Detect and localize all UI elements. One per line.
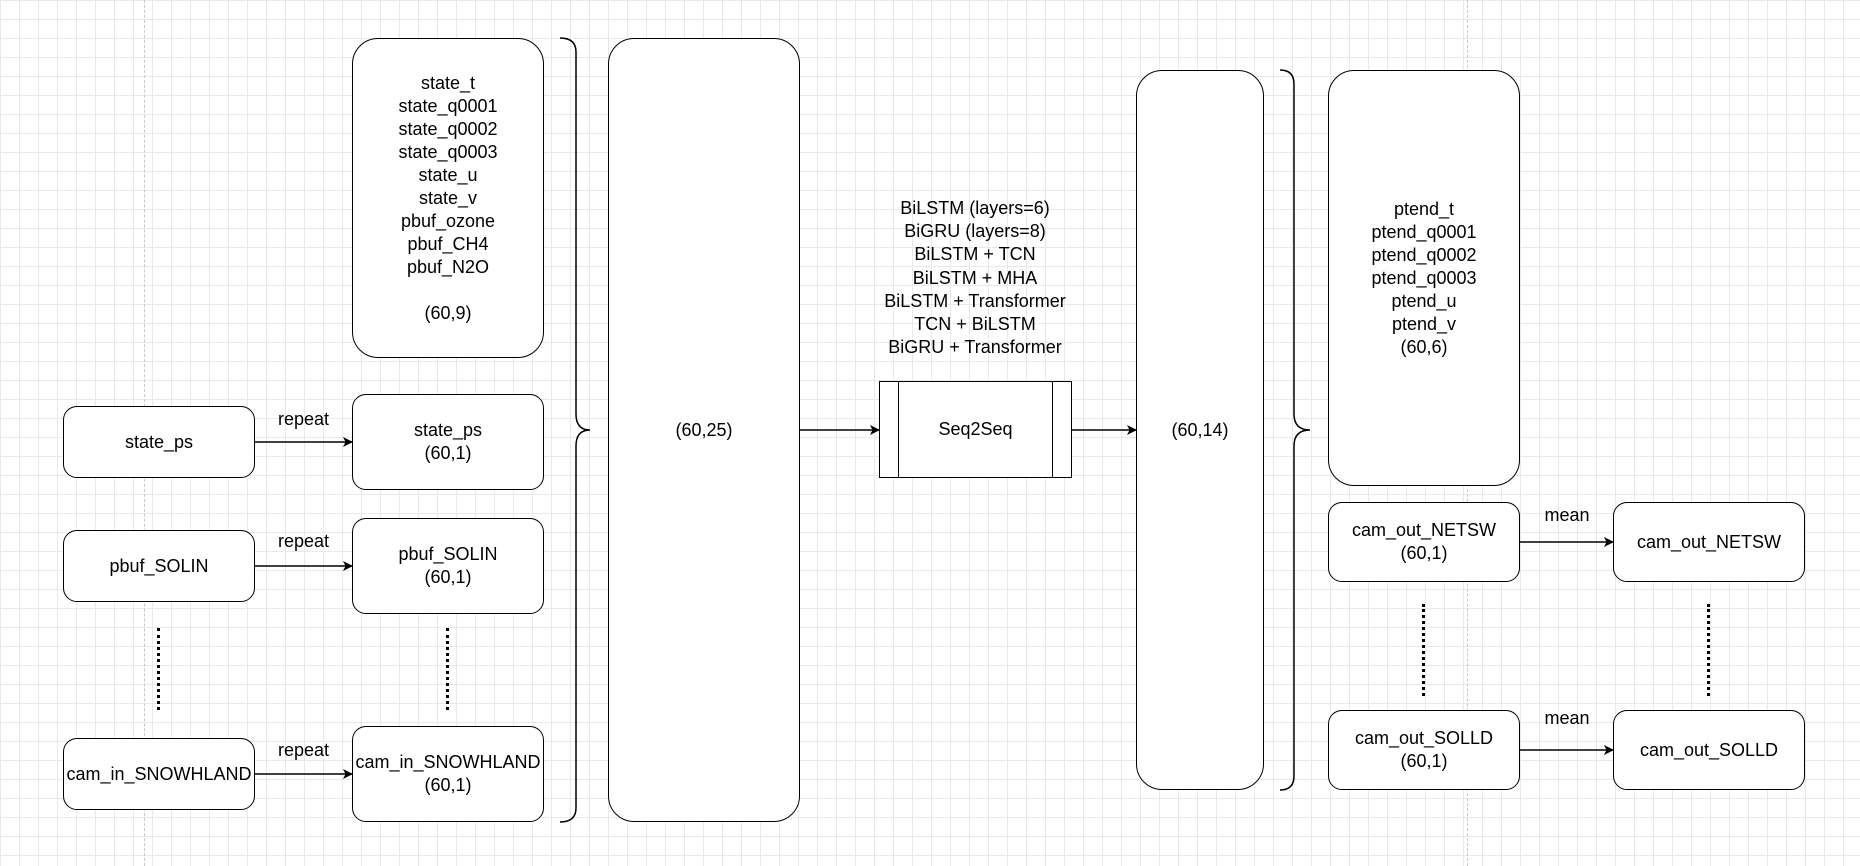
model-variant-label: BiGRU + Transformer xyxy=(888,337,1062,358)
cam-out-solld-shape-label: (60,1) xyxy=(1400,751,1448,771)
cam-out-netsw-target-label: cam_out_NETSW xyxy=(1636,531,1782,552)
cam-out-netsw-result-box[interactable]: cam_out_NETSW xyxy=(1613,502,1805,582)
ptend-shape-label: (60,6) xyxy=(1400,336,1448,357)
pbuf-solin-repeated-box[interactable]: pbuf_SOLIN (60,1) xyxy=(352,518,544,614)
output-result-ellipsis xyxy=(1707,604,1710,696)
pbuf-solin-source-label: pbuf_SOLIN xyxy=(109,555,209,576)
ptend-var-label: ptend_q0001 xyxy=(1371,221,1477,242)
ptend-var-label: ptend_q0003 xyxy=(1371,267,1477,288)
cam-out-solld-target-label: cam_out_SOLLD xyxy=(1639,739,1779,760)
process-left-bar xyxy=(898,382,899,477)
input-brace xyxy=(559,37,591,823)
state-var-label: state_q0002 xyxy=(398,118,498,139)
cam-out-netsw-source-label: cam_out_NETSW xyxy=(1351,520,1497,540)
pbuf-solin-shape-label: (60,1) xyxy=(424,567,472,587)
state-shape-label: (60,9) xyxy=(424,302,472,323)
pbuf-solin-target-label: pbuf_SOLIN xyxy=(398,544,498,564)
input-repeated-ellipsis xyxy=(446,628,449,710)
concat-input-shape-label: (60,25) xyxy=(675,419,733,440)
state-var-label: state_v xyxy=(418,187,478,208)
state-ps-source-box[interactable]: state_ps xyxy=(63,406,255,478)
state-var-label: state_q0001 xyxy=(398,95,498,116)
model-variants-list: BiLSTM (layers=6) BiGRU (layers=8) BiLST… xyxy=(855,197,1095,359)
ptend-variables-box[interactable]: ptend_t ptend_q0001 ptend_q0002 ptend_q0… xyxy=(1328,70,1520,486)
model-variant-label: BiLSTM + TCN xyxy=(914,244,1036,265)
mean-label-netsw: mean xyxy=(1544,505,1590,525)
repeat-label-state-ps: repeat xyxy=(277,409,330,429)
state-var-label: pbuf_N2O xyxy=(406,256,490,277)
cam-in-snowhland-source-label: cam_in_SNOWHLAND xyxy=(66,763,252,784)
repeat-label-pbuf-solin: repeat xyxy=(277,531,330,551)
state-var-label: state_t xyxy=(420,72,476,93)
cam-out-solld-sequence-box[interactable]: cam_out_SOLLD (60,1) xyxy=(1328,710,1520,790)
state-var-label: state_q0003 xyxy=(398,141,498,162)
seq2seq-process-box[interactable]: Seq2Seq xyxy=(879,381,1072,478)
cam-out-netsw-shape-label: (60,1) xyxy=(1400,543,1448,563)
process-right-bar xyxy=(1052,382,1053,477)
ptend-var-label: ptend_t xyxy=(1393,198,1455,219)
model-variant-label: TCN + BiLSTM xyxy=(914,314,1036,335)
cam-in-snowhland-repeated-box[interactable]: cam_in_SNOWHLAND (60,1) xyxy=(352,726,544,822)
output-brace xyxy=(1279,69,1311,791)
state-var-label: pbuf_ozone xyxy=(400,210,496,231)
cam-in-snowhland-target-label: cam_in_SNOWHLAND xyxy=(355,752,541,772)
cam-in-snowhland-source-box[interactable]: cam_in_SNOWHLAND xyxy=(63,738,255,810)
repeat-label-cam-in-snowhland: repeat xyxy=(277,740,330,760)
concat-output-shape-label: (60,14) xyxy=(1171,419,1229,440)
ptend-var-label: ptend_v xyxy=(1391,313,1457,334)
model-variant-label: BiLSTM (layers=6) xyxy=(900,198,1050,218)
seq2seq-label: Seq2Seq xyxy=(938,419,1013,439)
ptend-var-label: ptend_q0002 xyxy=(1371,244,1477,265)
concat-input-box[interactable]: (60,25) xyxy=(608,38,800,822)
state-variables-box[interactable]: state_t state_q0001 state_q0002 state_q0… xyxy=(352,38,544,358)
cam-in-snowhland-shape-label: (60,1) xyxy=(424,775,472,795)
state-var-label: pbuf_CH4 xyxy=(407,233,489,254)
concat-output-box[interactable]: (60,14) xyxy=(1136,70,1264,790)
cam-out-solld-result-box[interactable]: cam_out_SOLLD xyxy=(1613,710,1805,790)
state-var-label: state_u xyxy=(418,164,478,185)
state-ps-target-label: state_ps xyxy=(413,420,483,440)
ptend-var-label: ptend_u xyxy=(1391,290,1457,311)
model-variant-label: BiGRU (layers=8) xyxy=(904,221,1046,242)
cam-out-netsw-sequence-box[interactable]: cam_out_NETSW (60,1) xyxy=(1328,502,1520,582)
input-sources-ellipsis xyxy=(157,628,160,710)
mean-label-solld: mean xyxy=(1544,708,1590,728)
state-ps-source-label: state_ps xyxy=(124,431,194,452)
cam-out-solld-source-label: cam_out_SOLLD xyxy=(1354,728,1494,748)
output-sequence-ellipsis xyxy=(1422,604,1425,696)
pbuf-solin-source-box[interactable]: pbuf_SOLIN xyxy=(63,530,255,602)
state-ps-repeated-box[interactable]: state_ps (60,1) xyxy=(352,394,544,490)
state-ps-shape-label: (60,1) xyxy=(424,443,472,463)
model-variant-label: BiLSTM + Transformer xyxy=(884,290,1066,311)
model-variant-label: BiLSTM + MHA xyxy=(912,267,1038,288)
